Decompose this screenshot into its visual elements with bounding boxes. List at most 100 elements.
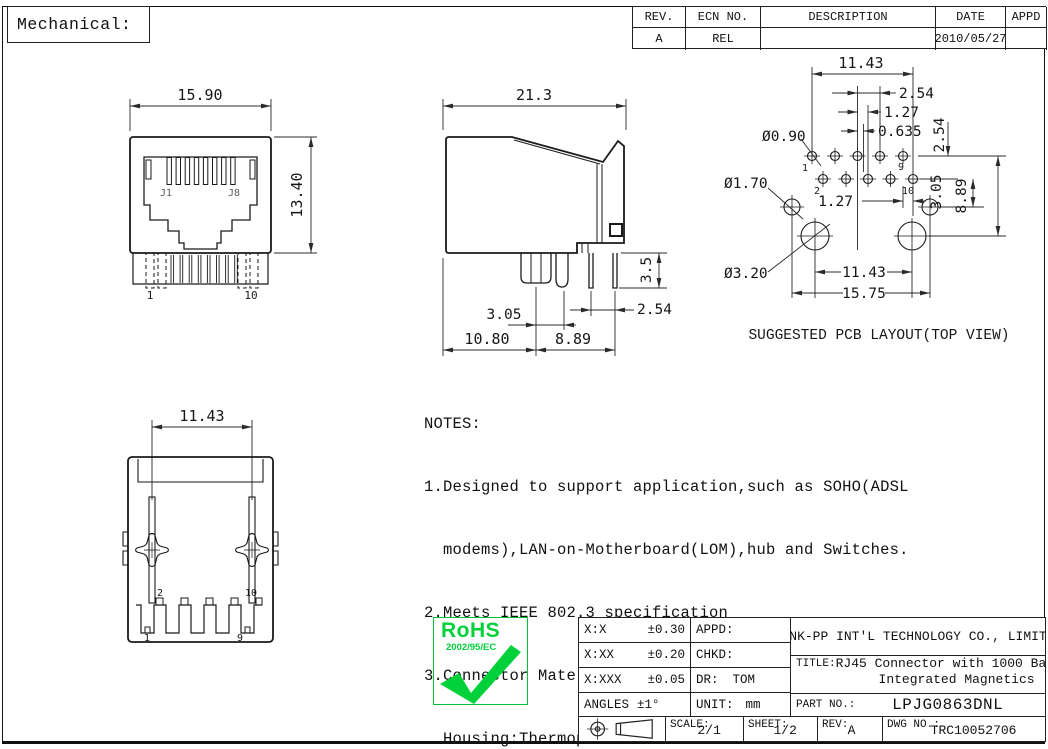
sheet-label: SHEET: [748, 719, 788, 731]
sheet-value: 1/2 [773, 723, 797, 738]
dwg-cell: DWG NO.: TRC10052706 [883, 717, 1047, 741]
sheet-type-label: Mechanical: [17, 15, 132, 34]
projection-cell [579, 717, 666, 741]
notes-block: NOTES: 1.Designed to support application… [424, 372, 985, 749]
revision-table: REV. ECN NO. DESCRIPTION DATE APPD A REL… [632, 6, 1047, 50]
chkd-cell: CHKD: [691, 643, 791, 668]
bottom-pin-9: 9 [237, 633, 243, 644]
front-pins [145, 252, 259, 289]
title-cell: TITLE: RJ45 Connector with 1000 Base-T I… [791, 656, 1045, 694]
tol-label: X:XX [584, 648, 615, 662]
dim-side-right: 8.89 [555, 330, 591, 348]
part-number: LPJG0863DNL [892, 696, 1004, 714]
sheet-type-box: Mechanical: [7, 6, 150, 43]
dim-front-height: 13.40 [288, 172, 306, 217]
dim-pcb-half-offset: 0.635 [878, 124, 922, 140]
pcb-pin-holes [804, 148, 921, 187]
dim-bottom-span: 11.43 [179, 407, 224, 425]
bottom-pin-10: 10 [245, 588, 257, 599]
dr-value: TOM [732, 673, 756, 687]
pcb-layout-view: 11.43 2.54 1.27 0.635 [724, 54, 1010, 344]
bottom-pin-1: 1 [144, 633, 150, 644]
dim-pcb-height: 8.89 [954, 179, 970, 214]
appd-cell: APPD: [691, 618, 791, 643]
rev-cell: REV: A [818, 717, 883, 741]
rev-header-appd: APPD [1006, 7, 1047, 28]
pcb-pin-10: 10 [902, 186, 914, 197]
front-pin-1: 1 [147, 289, 154, 302]
dim-front-width: 15.90 [177, 86, 222, 104]
rev-value: A [847, 723, 856, 738]
sheet-cell: SHEET: 1/2 [744, 717, 818, 741]
tol-value: ±0.05 [647, 673, 685, 687]
dr-cell: DR: TOM [691, 668, 791, 693]
pcb-dia-post-label: Ø1.70 [724, 176, 768, 192]
dim-pcb-total-span: 15.75 [842, 286, 886, 302]
front-view: 15.90 13.40 J1 J8 [129, 86, 317, 302]
scale-label: SCALE: [670, 719, 710, 731]
rev-header-description: DESCRIPTION [761, 7, 936, 28]
pcb-caption: SUGGESTED PCB LAYOUT(TOP VIEW) [748, 328, 1009, 344]
tol-label: ANGLES [584, 697, 630, 712]
rev-cell-date: 2010/05/27 [936, 28, 1006, 50]
company-name: LINK-PP INT'L TECHNOLOGY CO., LIMITED [791, 629, 1045, 644]
rev-label: REV: [822, 719, 849, 731]
front-label-j8: J8 [228, 188, 240, 199]
tol-label: X:X [584, 623, 607, 637]
scale-value: 2/1 [697, 723, 721, 738]
dim-pcb-lower-offset: 1.27 [818, 194, 853, 210]
tol-value: ±0.30 [647, 623, 685, 637]
unit-label: UNIT: [696, 697, 734, 712]
rev-header-date: DATE [936, 7, 1006, 28]
bottom-view: 11.43 [122, 407, 279, 644]
notes-line: 1.Designed to support application,such a… [424, 478, 909, 496]
dwg-label: DWG NO.: [887, 719, 940, 731]
front-contact-slots [166, 157, 236, 185]
front-label-j1: J1 [160, 188, 172, 199]
title-block: X:X ±0.30 X:XX ±0.20 X:XXX ±0.05 ANGLES … [578, 617, 1046, 742]
rohs-checkmark-icon [440, 645, 521, 704]
title-label: TITLE: [796, 658, 836, 670]
rev-cell-appd [1006, 28, 1047, 50]
rev-cell-rev: A [633, 28, 686, 50]
pcb-pin-9: 9 [898, 162, 904, 173]
bottom-posts [134, 496, 270, 604]
side-view: 21.3 3.5 2.54 [442, 86, 672, 356]
dim-pcb-row-gap: 2.54 [932, 117, 948, 152]
unit-value: mm [745, 697, 761, 712]
pcb-dia-big-label: Ø3.20 [724, 266, 768, 282]
dwg-number: TRC10052706 [930, 723, 1017, 738]
rev-cell-description [761, 28, 936, 50]
tol-label: X:XXX [584, 673, 622, 687]
notes-line: NOTES: [424, 415, 482, 433]
dim-pcb-top-span: 11.43 [838, 54, 883, 72]
dr-label: DR: [696, 673, 719, 687]
tol-value: ±0.20 [647, 648, 685, 662]
dim-side-post: 3.05 [487, 307, 522, 323]
front-pin-10: 10 [244, 289, 257, 302]
dim-pcb-row-offset: 1.27 [884, 105, 919, 121]
pcb-pin-1: 1 [802, 163, 808, 174]
rohs-title: RoHS [441, 619, 501, 642]
notes-line: modems),LAN-on-Motherboard(LOM),hub and … [424, 541, 909, 559]
sheet-border [2, 6, 1045, 744]
scale-cell: SCALE: 2/1 [666, 717, 744, 741]
drawing-title-line2: Integrated Magnetics [878, 671, 1035, 687]
part-label: PART NO.: [796, 699, 856, 711]
dim-side-pin-length: 3.5 [639, 257, 655, 283]
dim-side-left: 10.80 [464, 330, 509, 348]
dim-side-width: 21.3 [516, 86, 552, 104]
dim-side-pitch: 2.54 [637, 302, 672, 318]
rohs-mark: RoHS 2002/95/EC [433, 617, 528, 705]
drawing-title-line1: RJ45 Connector with 1000 Base-T [835, 656, 1045, 671]
third-angle-projection-icon [586, 718, 653, 740]
dim-pcb-bottom-span: 11.43 [842, 265, 886, 281]
part-cell: PART NO.: LPJG0863DNL [791, 694, 1045, 717]
appd-label: APPD: [696, 623, 734, 637]
rev-header-rev: REV. [633, 7, 686, 28]
dim-pcb-post-gap: 3.05 [929, 175, 945, 210]
bottom-pin-2: 2 [157, 588, 163, 599]
tol-value: ±1° [637, 697, 660, 712]
